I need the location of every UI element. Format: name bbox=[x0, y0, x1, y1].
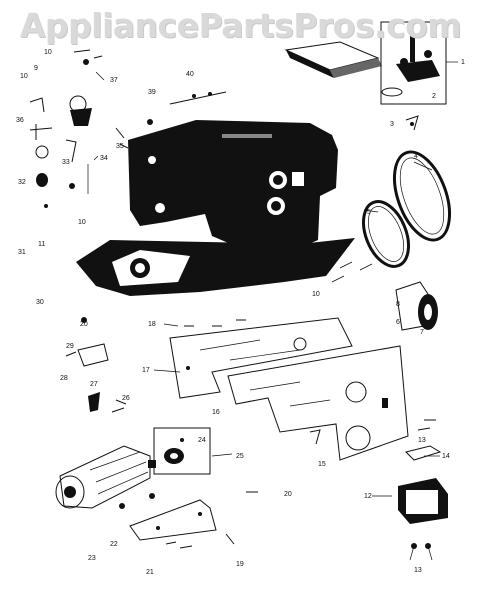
part-label: 12 bbox=[364, 493, 372, 500]
small-parts-top bbox=[115, 91, 419, 149]
part-labels: 1 2 3 4 5 6 7 8 9 10 10 10 10 11 12 13 1… bbox=[16, 49, 465, 576]
part-label: 35 bbox=[116, 143, 124, 150]
part-label: 8 bbox=[396, 301, 400, 308]
part-label: 3 bbox=[390, 121, 394, 128]
part-label: 27 bbox=[90, 381, 98, 388]
part-label: 21 bbox=[146, 569, 154, 576]
part-label: 29 bbox=[66, 343, 74, 350]
part-label: 34 bbox=[100, 155, 108, 162]
part-label: 6 bbox=[396, 319, 400, 326]
motor bbox=[55, 445, 156, 509]
part-label: 10 bbox=[312, 291, 320, 298]
belt-small bbox=[362, 200, 410, 268]
part-label: 1 bbox=[461, 59, 465, 66]
terminal-block bbox=[405, 445, 442, 461]
part-label: 13 bbox=[418, 437, 426, 444]
small-parts-mid bbox=[119, 319, 436, 549]
part-label: 10 bbox=[44, 49, 52, 56]
pulley-bracket bbox=[331, 261, 438, 331]
part-label: 15 bbox=[318, 461, 326, 468]
part-label: 32 bbox=[18, 179, 26, 186]
watermark: AppliancePartsPros.com bbox=[19, 6, 462, 45]
part-label: 4 bbox=[414, 153, 418, 160]
part-label: 25 bbox=[236, 453, 244, 460]
base-plate-rear bbox=[227, 345, 409, 461]
small-parts-left bbox=[29, 49, 127, 413]
part-label: 18 bbox=[148, 321, 156, 328]
part-label: 23 bbox=[88, 555, 96, 562]
part-label: 17 bbox=[142, 367, 150, 374]
part-label: 37 bbox=[110, 77, 118, 84]
part-label: 24 bbox=[198, 437, 206, 444]
part-label: 39 bbox=[148, 89, 156, 96]
part-label: 7 bbox=[420, 329, 424, 336]
part-label: 13 bbox=[414, 567, 422, 574]
part-label: 2 bbox=[432, 93, 436, 100]
part-label: 10 bbox=[78, 219, 86, 226]
part-label: 28 bbox=[60, 375, 68, 382]
part-label: 10 bbox=[20, 73, 28, 80]
part-label: 20 bbox=[284, 491, 292, 498]
foot-control bbox=[398, 478, 448, 561]
part-label: 30 bbox=[36, 299, 44, 306]
part-label: 5 bbox=[367, 209, 371, 216]
part-label: 26 bbox=[122, 395, 130, 402]
part-label: 20 bbox=[80, 321, 88, 328]
part-label: 31 bbox=[18, 249, 26, 256]
machine-bed bbox=[76, 238, 355, 296]
machine-head bbox=[128, 120, 338, 248]
part-label: 33 bbox=[62, 159, 70, 166]
base-plate-front bbox=[169, 317, 353, 399]
bobbin-winder-assembly bbox=[380, 21, 447, 105]
part-label: 40 bbox=[186, 71, 194, 78]
motor-pulley-box bbox=[153, 427, 211, 475]
part-label: 9 bbox=[34, 65, 38, 72]
part-label: 19 bbox=[236, 561, 244, 568]
leader-lines bbox=[93, 61, 458, 497]
light-cover bbox=[284, 41, 382, 78]
part-label: 16 bbox=[212, 409, 220, 416]
belt-large bbox=[393, 150, 451, 242]
part-label: 36 bbox=[16, 117, 24, 124]
part-label: 14 bbox=[442, 453, 450, 460]
part-label: 11 bbox=[38, 241, 45, 248]
part-label: 22 bbox=[110, 541, 118, 548]
motor-bracket bbox=[129, 499, 217, 541]
